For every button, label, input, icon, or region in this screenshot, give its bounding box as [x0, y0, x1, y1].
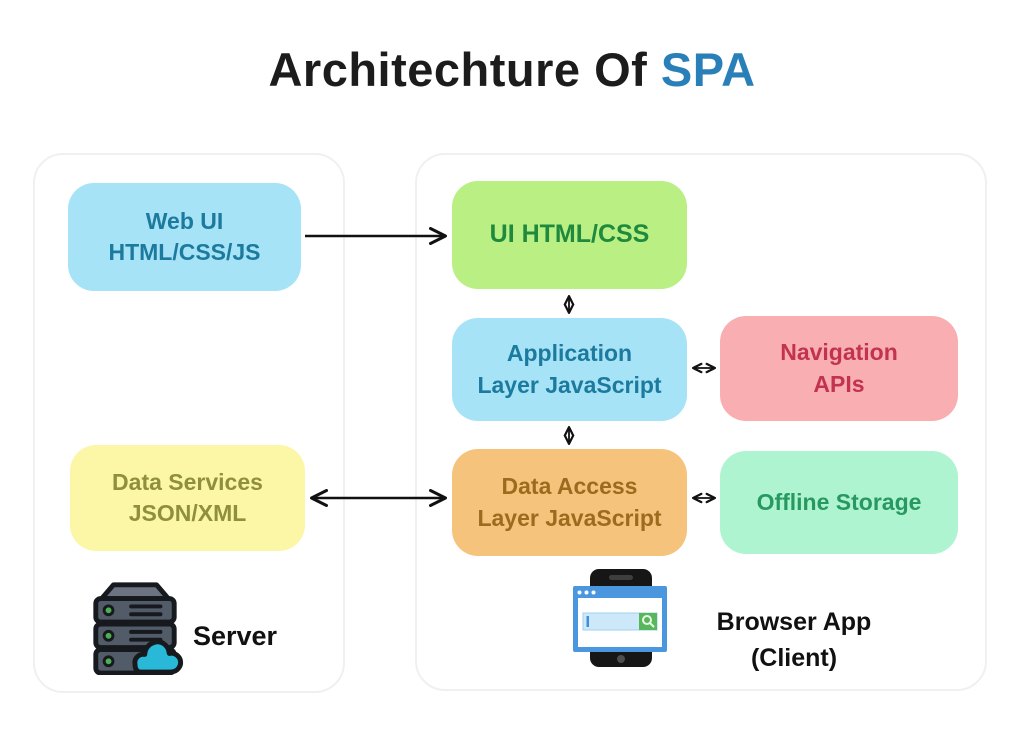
node-label-line: Offline Storage [756, 488, 922, 515]
node-navigation-apis: Navigation APIs [720, 316, 958, 421]
node-label-line: HTML/CSS/JS [108, 239, 261, 265]
browser-caption-line1: Browser App [716, 608, 872, 636]
client-side-panel [415, 153, 987, 691]
title-main: Architechture Of [268, 43, 648, 96]
node-label-line: Web UI [145, 207, 224, 234]
server-caption: Server [192, 621, 278, 651]
node-application-layer: Application Layer JavaScript [452, 318, 687, 421]
node-label-line: APIs [813, 370, 865, 397]
browser-caption-line2: (Client) [750, 644, 838, 673]
node-label-line: Layer JavaScript [477, 371, 662, 398]
node-web-ui: Web UI HTML/CSS/JS [68, 183, 301, 291]
browser-window-dots [577, 590, 596, 595]
node-data-services: Data Services JSON/XML [70, 445, 305, 551]
node-label-line: Data Services [112, 468, 263, 495]
diagram-title: Architechture Of SPA [0, 42, 1024, 97]
node-label-line: UI HTML/CSS [489, 220, 650, 249]
browser-app-icon [573, 569, 667, 667]
search-magnifier-icon [642, 615, 655, 628]
node-label-line: Navigation [780, 339, 898, 366]
title-accent: SPA [660, 43, 756, 96]
node-offline-storage: Offline Storage [720, 451, 958, 554]
node-label-line: Data Access [501, 473, 638, 500]
server-icon [93, 582, 183, 675]
server-led [102, 655, 115, 668]
node-label-line: Layer JavaScript [477, 504, 662, 531]
server-led [102, 604, 115, 617]
phone-speaker [609, 575, 633, 580]
node-label-line: JSON/XML [128, 500, 247, 526]
cloud-icon [132, 639, 183, 675]
node-label-line: Application [506, 340, 633, 367]
node-data-access-layer: Data Access Layer JavaScript [452, 449, 687, 556]
browser-app-caption: Browser App (Client) [698, 604, 890, 677]
phone-home-button [617, 655, 625, 663]
browser-text-cursor [586, 616, 589, 627]
server-led [102, 629, 115, 642]
node-ui-html-css: UI HTML/CSS [452, 181, 687, 289]
